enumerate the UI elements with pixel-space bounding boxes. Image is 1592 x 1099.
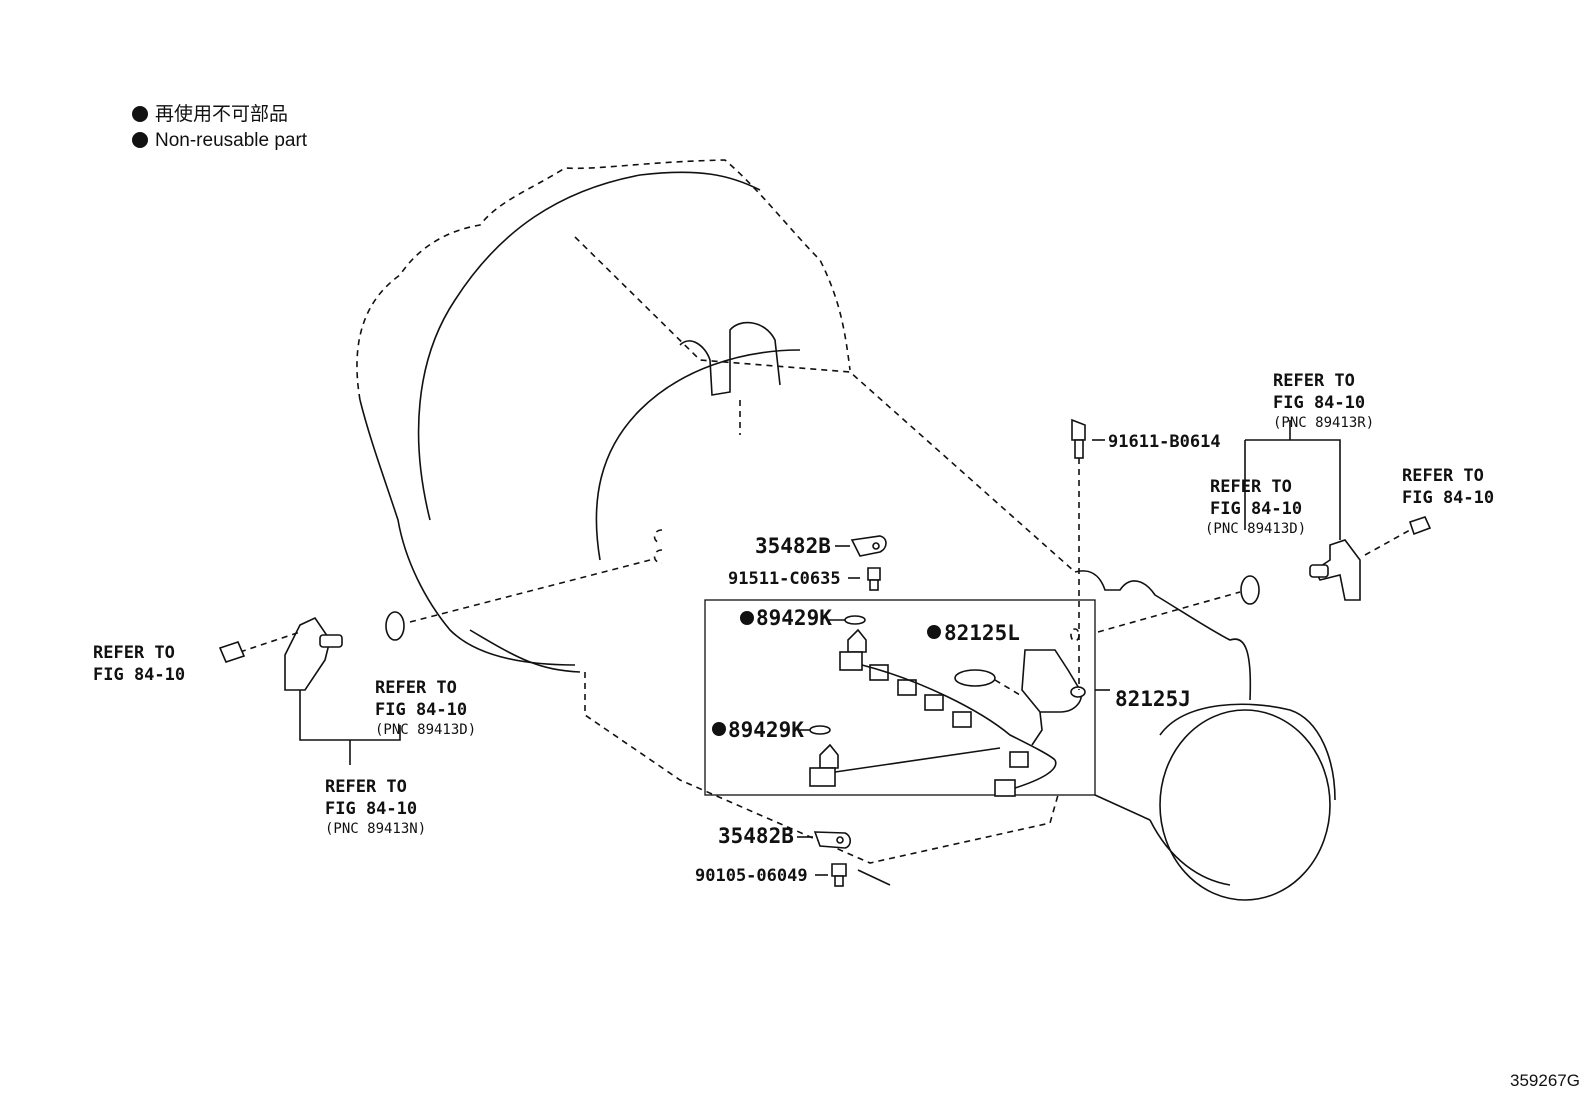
non-reusable-bullet [927, 625, 941, 639]
refer-right-bolt-line2: FIG 84-10 [1402, 488, 1494, 508]
part-label-35482B-bottom: 35482B [718, 824, 794, 848]
bolt-91611-group [1071, 418, 1105, 690]
part-label-89429K-bottom: 89429K [728, 718, 804, 742]
refer-left-sensor-line1: REFER TO [325, 777, 407, 797]
part-label-90105: 90105-06049 [695, 866, 808, 886]
legend-en-text: Non-reusable part [155, 130, 308, 151]
part-label-91511: 91511-C0635 [728, 569, 841, 589]
figure-id: 359267G [1510, 1071, 1580, 1090]
refer-right-oring-pnc: (PNC 89413D) [1205, 521, 1306, 537]
part-label-89429K-top: 89429K [756, 606, 832, 630]
o-ring-small [809, 725, 831, 735]
bracket-bottom-group [797, 831, 891, 887]
legend: 再使用不可部品 Non-reusable part [132, 103, 308, 151]
o-ring [1240, 575, 1260, 605]
part-label-35482B-top: 35482B [755, 534, 831, 558]
bolt-91611-icon [1071, 418, 1086, 441]
refer-right-top-pnc: (PNC 89413R) [1273, 415, 1374, 431]
bolt-91511 [867, 567, 881, 581]
refer-left-bolt-line1: REFER TO [93, 643, 175, 663]
non-reusable-bullet [740, 611, 754, 625]
refer-right-bolt-line1: REFER TO [1402, 466, 1484, 486]
o-ring-large [954, 669, 996, 687]
refer-left-oring-line1: REFER TO [375, 678, 457, 698]
refer-right-oring-line1: REFER TO [1210, 477, 1292, 497]
refer-right-top-line1: REFER TO [1273, 371, 1355, 391]
refer-right-oring-line2: FIG 84-10 [1210, 499, 1302, 519]
right-speed-sensor-group [1070, 420, 1432, 642]
legend-bullet [132, 106, 148, 122]
refer-right-top-line2: FIG 84-10 [1273, 393, 1365, 413]
bolt-left [218, 641, 246, 663]
transmission-housing [356, 159, 1336, 901]
harness-connector [1021, 649, 1082, 713]
o-ring-small [844, 615, 866, 625]
left-speed-sensor-group [218, 529, 663, 765]
speed-sensor-left [284, 616, 331, 691]
part-label-82125L: 82125L [944, 621, 1020, 645]
bracket-35482B-top [850, 535, 887, 557]
bracket-35482B-bottom [813, 831, 852, 849]
legend-bullet [132, 132, 148, 148]
refer-left-bolt-line2: FIG 84-10 [93, 665, 185, 685]
bracket-top-group [835, 535, 887, 591]
part-label-91611: 91611-B0614 [1108, 432, 1221, 452]
non-reusable-bullet [712, 722, 726, 736]
legend-jp-text: 再使用不可部品 [155, 103, 288, 125]
bolt-right [1408, 516, 1432, 536]
o-ring [385, 611, 405, 641]
refer-left-oring-pnc: (PNC 89413D) [375, 722, 476, 738]
refer-left-sensor-pnc: (PNC 89413N) [325, 821, 426, 837]
refer-left-oring-line2: FIG 84-10 [375, 700, 467, 720]
part-label-82125J: 82125J [1115, 687, 1191, 711]
bolt-90105 [831, 863, 847, 877]
refer-left-sensor-line2: FIG 84-10 [325, 799, 417, 819]
wire-harness-assembly-box [704, 599, 1110, 797]
